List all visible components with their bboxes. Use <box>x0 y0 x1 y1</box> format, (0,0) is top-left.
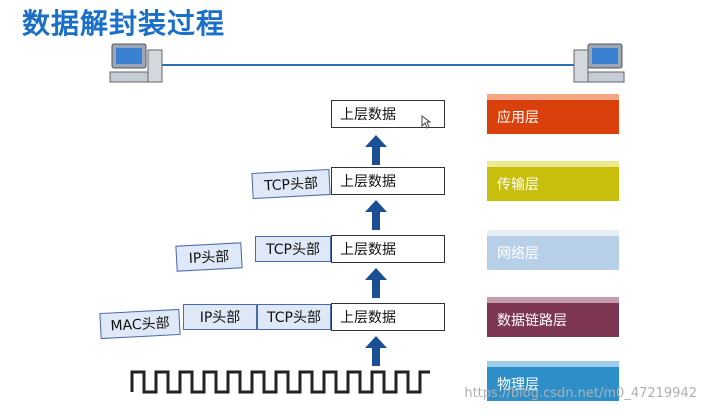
payload-box-datalink: 上层数据 <box>331 303 445 331</box>
computer-right-icon <box>573 43 625 83</box>
layer-label: 传输层 <box>497 177 539 193</box>
mac-header-box: MAC头部 <box>99 308 181 340</box>
computer-left-icon <box>109 43 163 83</box>
up-arrow-icon <box>365 135 387 165</box>
tcp-header-box: TCP头部 <box>257 304 331 330</box>
layer-datalink: 数据链路层 <box>487 297 619 337</box>
ip-header-box: IP头部 <box>175 242 243 272</box>
cursor-icon <box>421 115 431 129</box>
layer-transport: 传输层 <box>487 161 619 201</box>
network-line <box>158 64 578 66</box>
layer-label: 应用层 <box>497 110 539 126</box>
layer-label: 数据链路层 <box>497 313 567 329</box>
up-arrow-icon <box>365 268 387 298</box>
ip-header-box: IP头部 <box>183 304 257 330</box>
tcp-header-box: TCP头部 <box>251 168 331 200</box>
layer-network: 网络层 <box>487 230 619 270</box>
up-arrow-icon <box>365 336 387 366</box>
physical-signal-waveform <box>130 370 430 394</box>
layer-application: 应用层 <box>487 94 619 134</box>
layer-label: 物理层 <box>497 377 539 393</box>
layer-label: 网络层 <box>497 246 539 262</box>
payload-box-network: 上层数据 <box>331 235 445 263</box>
watermark: https://blog.csdn.net/m0_47219942 <box>464 386 697 401</box>
layer-physical: 物理层 <box>487 361 619 401</box>
payload-box-transport: 上层数据 <box>331 167 445 195</box>
up-arrow-icon <box>365 200 387 230</box>
page-title: 数据解封装过程 <box>22 7 226 40</box>
tcp-header-box: TCP头部 <box>255 236 331 262</box>
